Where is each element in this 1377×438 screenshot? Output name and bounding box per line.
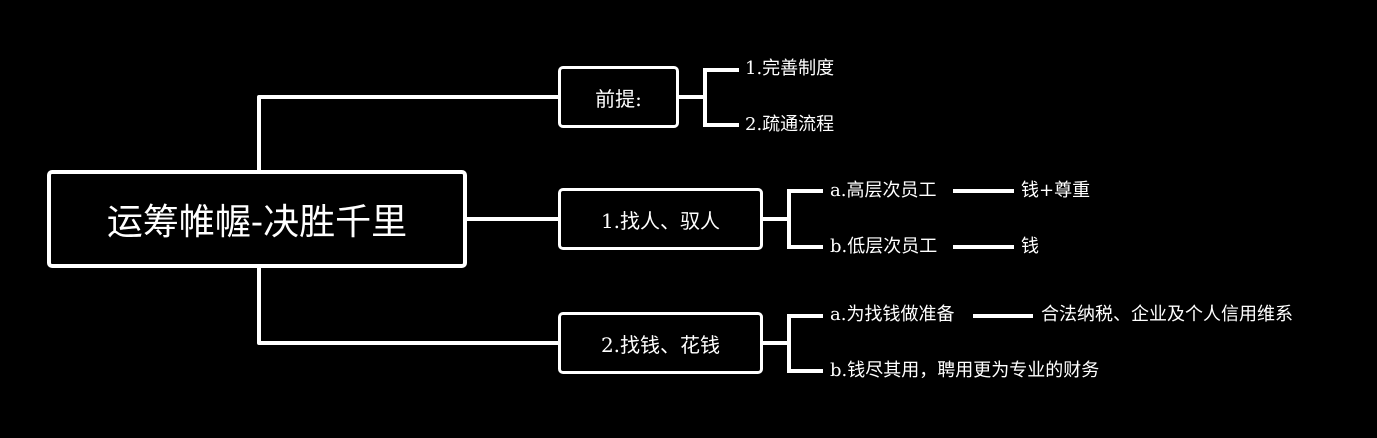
leaf-improve-system: 1.完善制度 xyxy=(745,58,835,80)
branch-node-money: 2.找钱、花钱 xyxy=(558,312,763,374)
leaf-senior-staff-detail: 钱+尊重 xyxy=(1021,180,1091,202)
leaf-streamline-process: 2.疏通流程 xyxy=(745,114,835,136)
leaf-senior-staff: a.高层次员工 xyxy=(830,180,937,202)
root-title: 运筹帷幄-决胜千里 xyxy=(106,202,408,243)
branch-node-people: 1.找人、驭人 xyxy=(558,188,763,250)
branch-node-premise: 前提: xyxy=(558,66,679,128)
connector-root-money xyxy=(257,264,562,345)
leaf-prepare-funding-detail: 合法纳税、企业及个人信用维系 xyxy=(1041,304,1293,326)
branch-label-money: 2.找钱、花钱 xyxy=(600,332,721,357)
branch-label-people: 1.找人、驭人 xyxy=(600,208,721,233)
connector-root-premise xyxy=(257,95,562,174)
leaf-junior-staff: b.低层次员工 xyxy=(830,236,938,258)
connector-people-children xyxy=(760,189,823,249)
leaf-prepare-funding: a.为找钱做准备 xyxy=(830,304,955,326)
leaf-use-money: b.钱尽其用，聘用更为专业的财务 xyxy=(830,360,1100,382)
branch-label-premise: 前提: xyxy=(595,86,642,111)
connector-money-children xyxy=(760,314,823,373)
leaf-junior-staff-detail: 钱 xyxy=(1021,236,1039,258)
root-node: 运筹帷幄-决胜千里 xyxy=(47,170,467,268)
connector-premise-children xyxy=(677,68,739,127)
